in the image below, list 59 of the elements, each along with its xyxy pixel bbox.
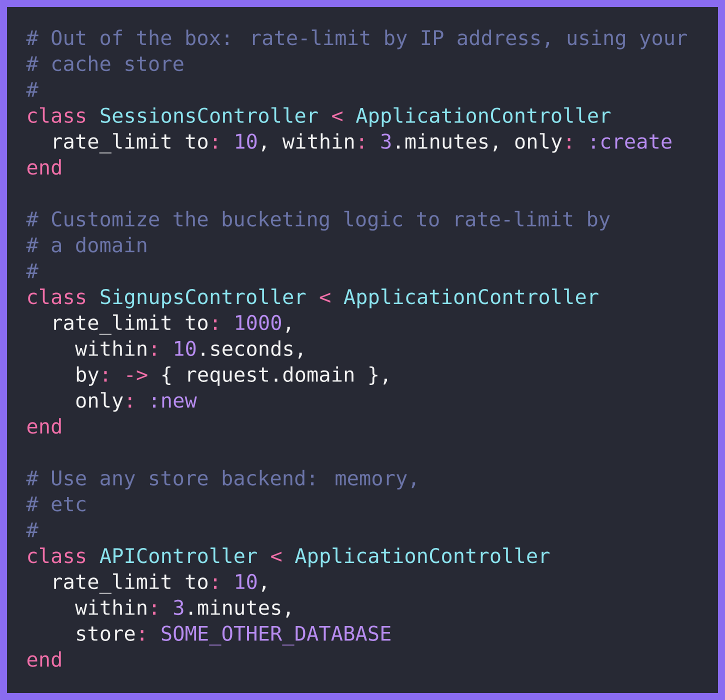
code-text: , — [262, 586, 266, 592]
code-comment: # cache store — [26, 56, 184, 72]
code-text: .minutes, only — [397, 133, 562, 153]
code-literal: 10 — [236, 134, 257, 149]
code-keyword: : — [104, 371, 107, 382]
code-literal: 3 — [381, 134, 391, 149]
code-keyword: : — [360, 138, 363, 149]
code-text: by — [76, 366, 99, 386]
code-comment: # Use any store backend: memory, — [26, 470, 416, 490]
code-keyword: : — [214, 578, 217, 589]
code-text: .seconds, — [202, 340, 302, 359]
code-text: , within — [262, 133, 354, 152]
code-class-name: ApplicationController — [356, 107, 610, 127]
code-class-name: ApplicationController — [344, 288, 598, 308]
code-keyword: < — [271, 552, 282, 562]
code-comment: # Customize the bucketing logic to rate-limit by — [26, 210, 610, 231]
code-comment: # a domain — [26, 236, 146, 252]
code-comment: # — [26, 522, 38, 538]
code-keyword: : — [568, 138, 570, 149]
code-keyword: end — [27, 418, 61, 434]
code-comment: # Out of the box: rate-limit by IP address, using your — [26, 30, 687, 50]
code-class-name: ApplicationController — [294, 548, 550, 568]
code-literal: 1000 — [236, 314, 281, 330]
code-keyword: class — [28, 548, 86, 564]
code-keyword: class — [28, 288, 86, 304]
code-keyword: : — [128, 397, 132, 408]
code-keyword: : — [140, 630, 144, 641]
code-text: rate_limit to — [54, 573, 208, 594]
code-text: { request.domain }, — [162, 366, 387, 386]
code-literal: SOME_OTHER_DATABASE — [162, 626, 390, 646]
code-keyword: -> — [127, 370, 148, 380]
code-comment: # etc — [26, 496, 86, 512]
code-keyword: end — [27, 159, 61, 175]
code-literal: :new — [153, 396, 197, 408]
code-keyword: end — [27, 651, 61, 667]
code-keyword: class — [28, 107, 86, 123]
code-comment: # — [26, 264, 38, 278]
code-keyword: : — [153, 604, 156, 615]
code-text: within — [75, 599, 146, 615]
code-comment: # — [26, 82, 38, 97]
code-keyword: : — [214, 319, 217, 330]
code-keyword: : — [153, 345, 156, 356]
code-literal: 3 — [174, 600, 184, 616]
code-literal: :create — [592, 134, 672, 149]
code-text: only — [76, 392, 123, 412]
code-text: store — [77, 626, 135, 641]
code-keyword: < — [320, 292, 330, 303]
code-text: .minutes, — [190, 599, 290, 618]
code-class-name: SessionsController — [100, 107, 318, 123]
code-text: , — [286, 326, 290, 333]
code-class-name: SignupsController — [100, 288, 306, 308]
code-text: rate_limit to — [54, 314, 208, 335]
code-text: within — [75, 340, 146, 356]
code-keyword: < — [332, 111, 342, 122]
code-keyword: : — [214, 138, 217, 149]
code-literal: 10 — [175, 340, 196, 356]
code-literal: 10 — [236, 574, 257, 590]
code-text: rate_limit to — [54, 133, 208, 154]
code-class-name: APIController — [100, 548, 257, 564]
